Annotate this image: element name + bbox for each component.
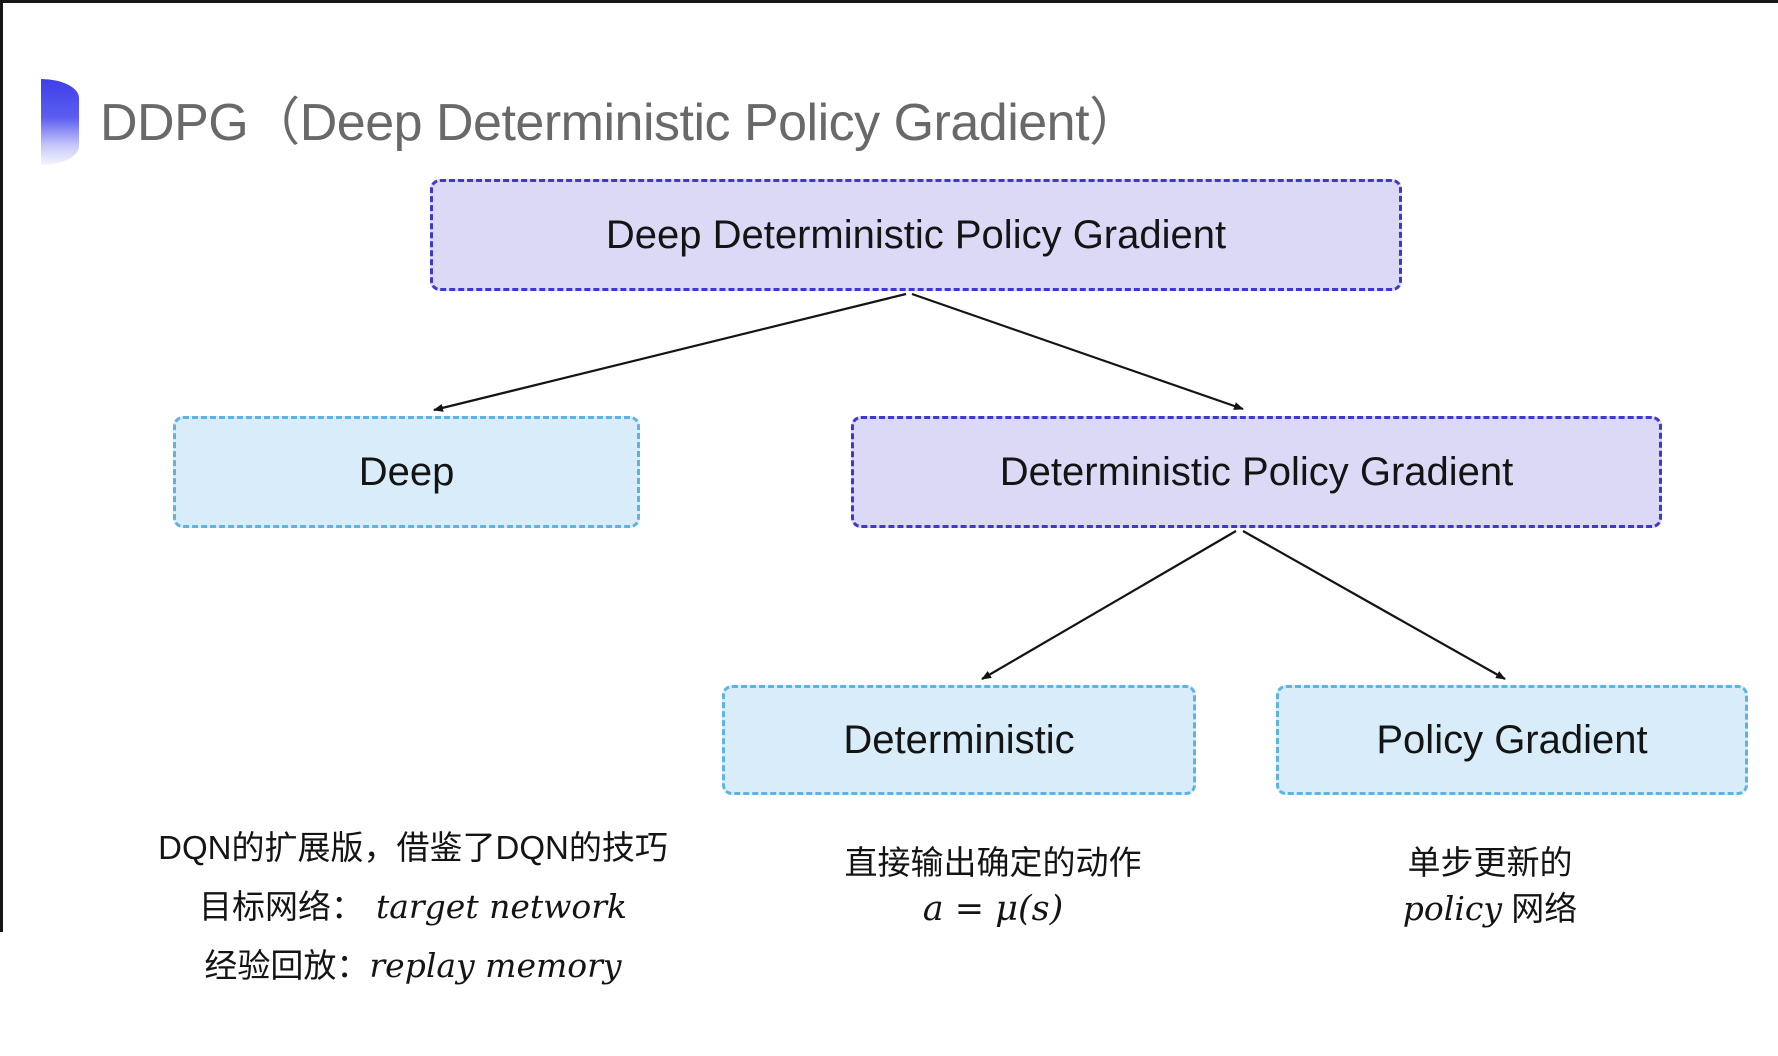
note-policy-gradient-line1: 单步更新的: [1407, 844, 1573, 881]
node-deep: Deep: [173, 416, 640, 528]
note-deterministic-formula: a = μ(s): [922, 889, 1064, 929]
node-dpg-label: Deterministic Policy Gradient: [999, 449, 1514, 494]
note-deep-line2-value: target network: [375, 887, 628, 926]
note-deterministic-line1: 直接输出确定的动作: [844, 844, 1142, 881]
left-border-line: [0, 0, 3, 932]
note-deep-column: DQN的扩展版，借鉴了DQN的技巧 目标网络： target network 经验…: [123, 818, 703, 995]
node-policy-gradient-label: Policy Gradient: [1376, 717, 1648, 762]
note-policy-gradient-column: 单步更新的 policy 网络: [1290, 840, 1690, 932]
note-deep-line3-label: 经验回放：: [204, 947, 370, 984]
arrow-root-to-deep: [433, 292, 907, 412]
note-deep-line1: DQN的扩展版，借鉴了DQN的技巧: [158, 829, 668, 866]
note-policy-gradient-line2-rest: 网络: [1502, 890, 1578, 927]
node-deterministic: Deterministic: [722, 685, 1196, 795]
node-deterministic-label: Deterministic: [843, 717, 1075, 762]
note-deep-line2-label: 目标网络：: [198, 888, 364, 925]
top-border-line: [0, 0, 1778, 3]
node-deep-deterministic-policy-gradient: Deep Deterministic Policy Gradient: [430, 179, 1402, 291]
note-policy-gradient-line2-italic: policy: [1402, 889, 1503, 928]
arrow-dpg-to-deterministic: [981, 530, 1237, 680]
page-title: DDPG（Deep Deterministic Policy Gradient）: [100, 94, 1141, 152]
arrow-dpg-to-policy-gradient: [1242, 530, 1506, 680]
note-deep-line3-value: replay memory: [369, 946, 622, 985]
title-accent-semicircle-icon: [41, 79, 79, 165]
node-deterministic-policy-gradient: Deterministic Policy Gradient: [851, 416, 1662, 528]
note-deep-line2: 目标网络： target network: [123, 877, 703, 936]
note-deterministic-column: 直接输出确定的动作 a = μ(s): [793, 840, 1193, 932]
node-root-label: Deep Deterministic Policy Gradient: [605, 212, 1227, 257]
node-deep-label: Deep: [358, 449, 455, 494]
note-policy-gradient-line2: policy 网络: [1290, 886, 1690, 932]
node-policy-gradient: Policy Gradient: [1276, 685, 1748, 795]
note-deep-line3: 经验回放：replay memory: [123, 936, 703, 995]
arrow-root-to-dpg: [911, 292, 1244, 411]
